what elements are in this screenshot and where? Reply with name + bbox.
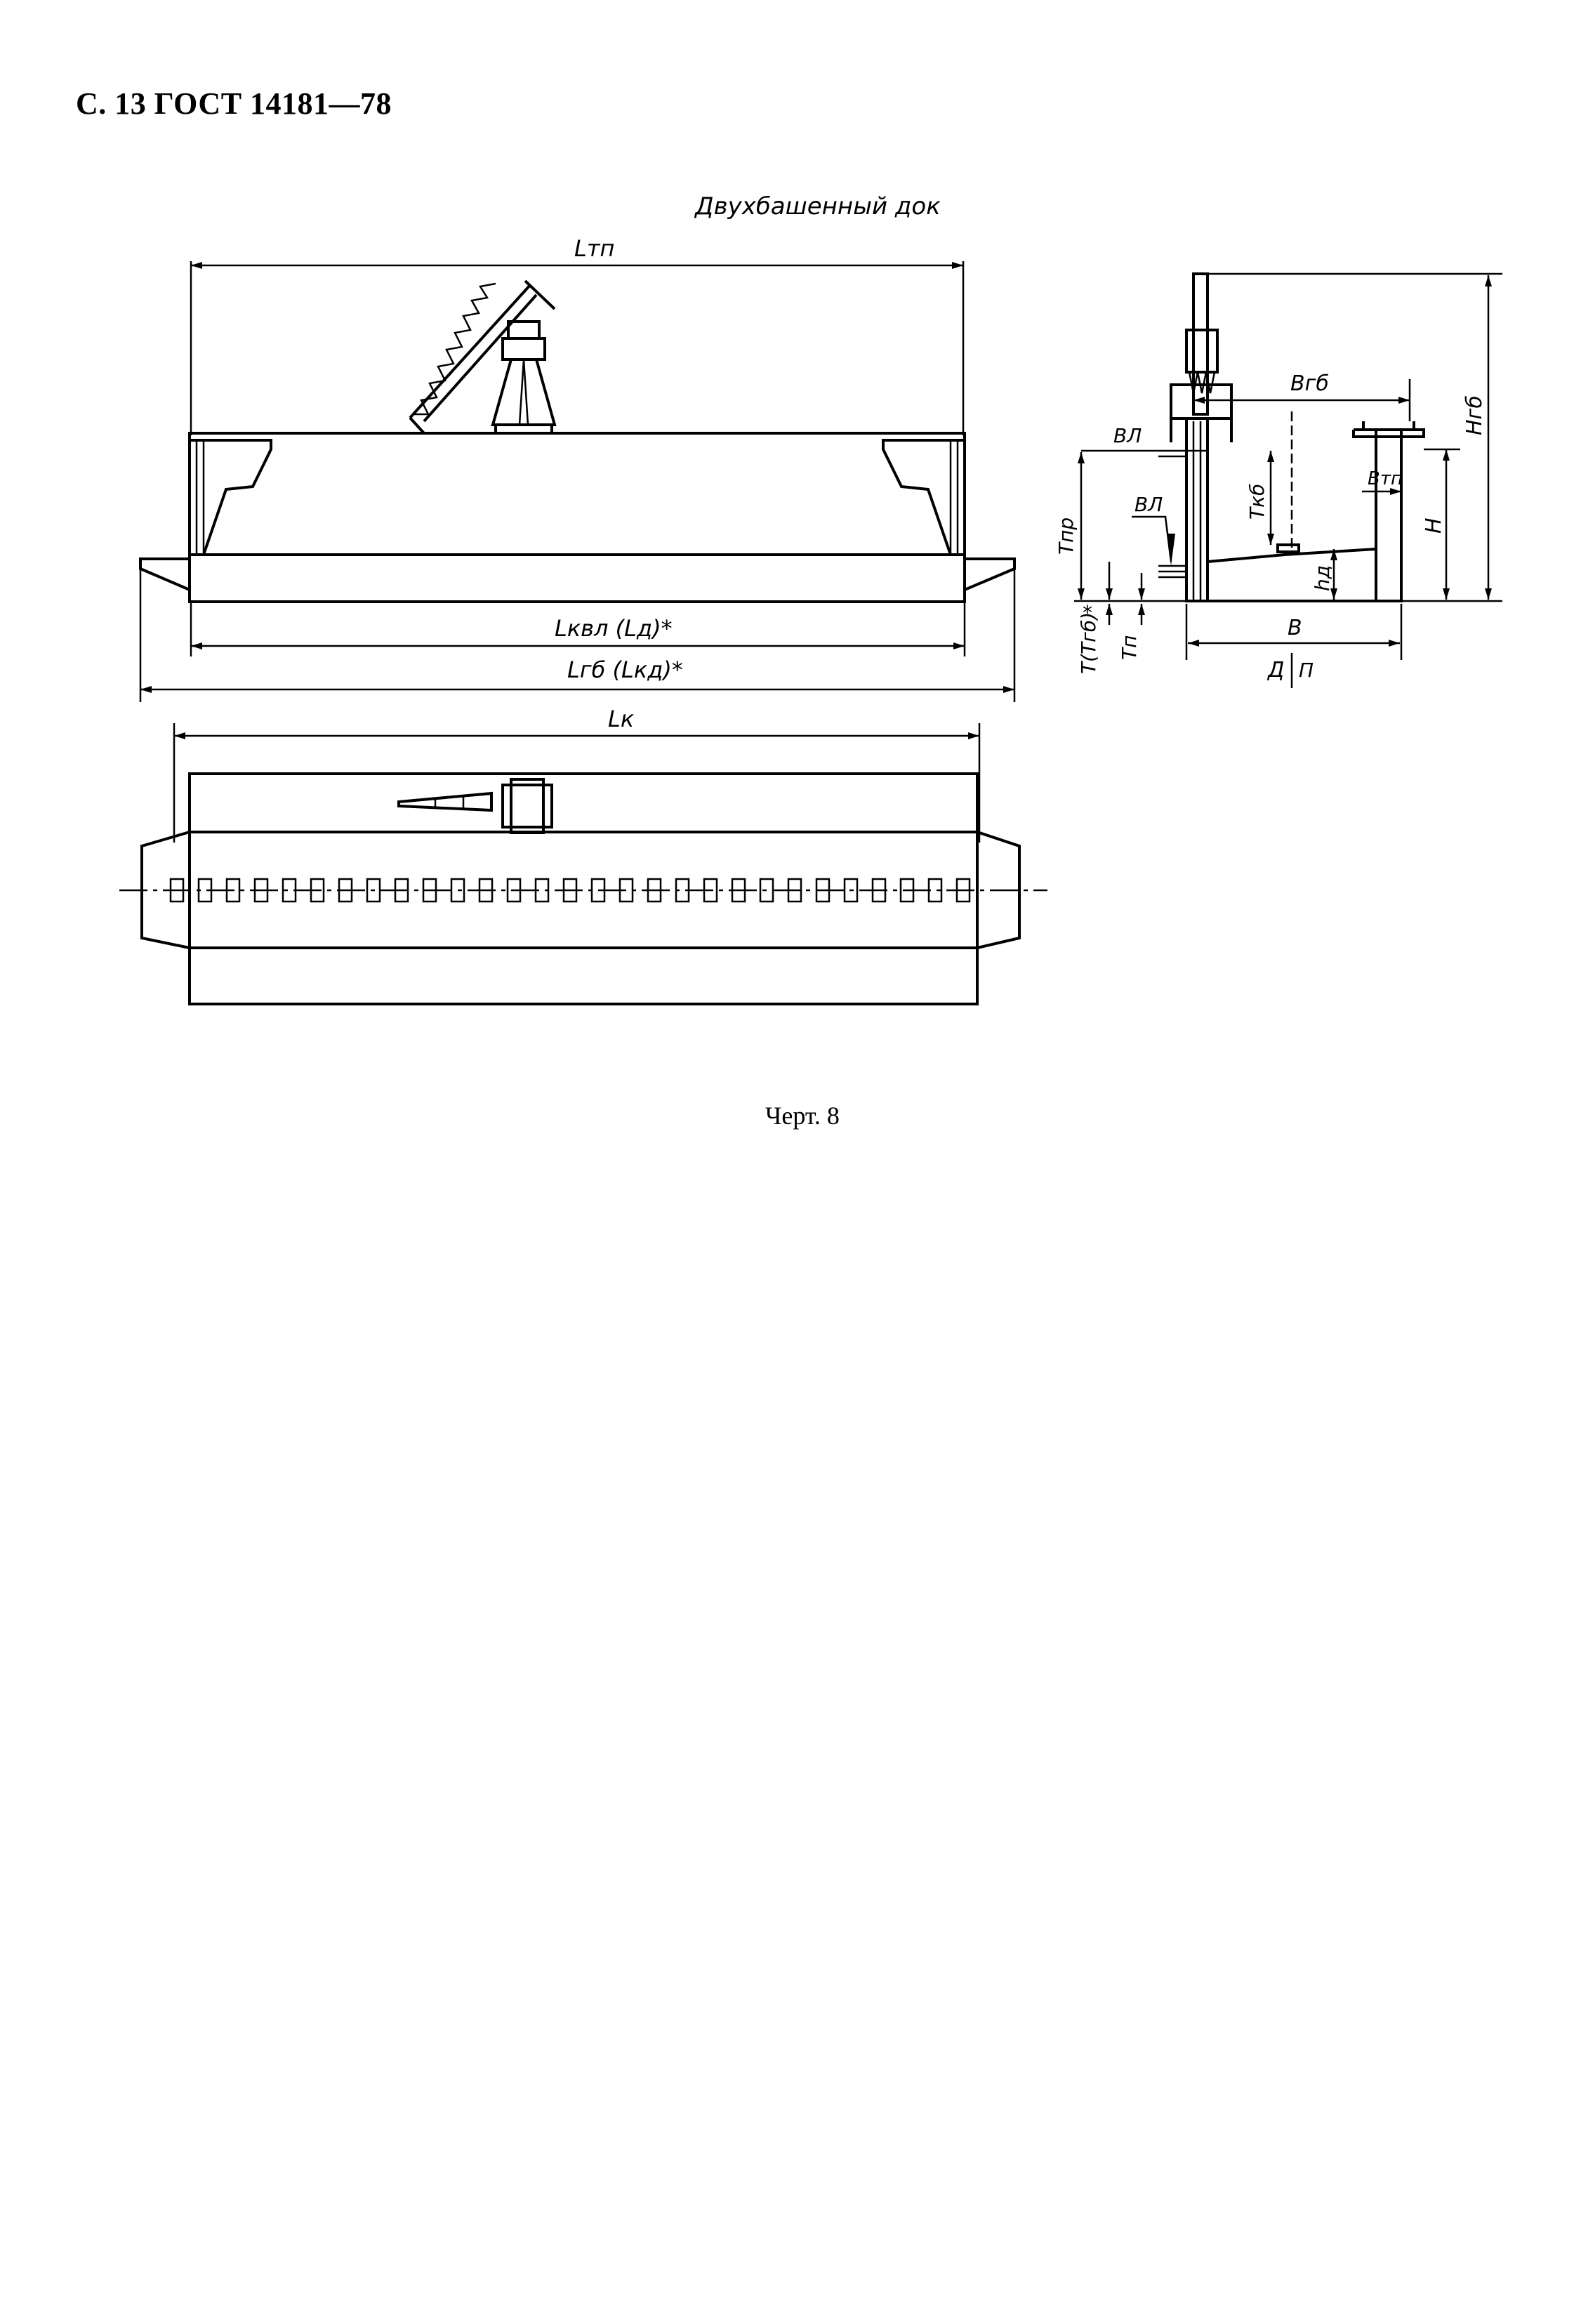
label-l-gb: Lгб (Lкд)* [567, 656, 683, 683]
dock-hull-plan [188, 772, 979, 1005]
label-h-gb: Нгб [1462, 395, 1487, 435]
dock-hull-side [188, 432, 966, 603]
label-l-tp: Lтп [574, 235, 614, 262]
label-t: Т(Тгб) [1077, 612, 1100, 674]
crane-side [409, 279, 557, 435]
label-vl-top: ВЛ [1113, 424, 1142, 447]
label-t-kb: Ткб [1245, 484, 1269, 520]
label-t-p: Тп [1118, 635, 1141, 660]
drawing-title: Двухбашенный док [694, 192, 941, 220]
label-vl-mid: ВЛ [1135, 493, 1163, 516]
label-b: В [1288, 616, 1302, 640]
label-t-pr: Тпр [1054, 517, 1078, 555]
label-d: Д [1266, 658, 1284, 682]
hatch-row [169, 878, 971, 903]
label-h: Н [1422, 517, 1446, 534]
label-p: П [1299, 659, 1314, 682]
label-b-tp: Втп [1368, 468, 1403, 489]
label-l-k: Lк [608, 706, 635, 732]
page-header: С. 13 ГОСТ 14181—78 [76, 86, 392, 121]
plan-view [119, 772, 1047, 1005]
side-view: Lтп Lквл (L [139, 235, 1016, 843]
label-l-kvl: Lквл (Lд)* [555, 615, 673, 642]
label-b-gb: Вгб [1290, 371, 1329, 396]
label-h-d: hд [1311, 565, 1334, 591]
label-star: * [1083, 601, 1092, 624]
figure-caption: Черт. 8 [765, 1102, 840, 1130]
cross-section: Нгб Н Вгб Втп Ткб hд ВЛ ВЛ Тпр [1054, 272, 1502, 688]
crane-plan [397, 778, 553, 834]
